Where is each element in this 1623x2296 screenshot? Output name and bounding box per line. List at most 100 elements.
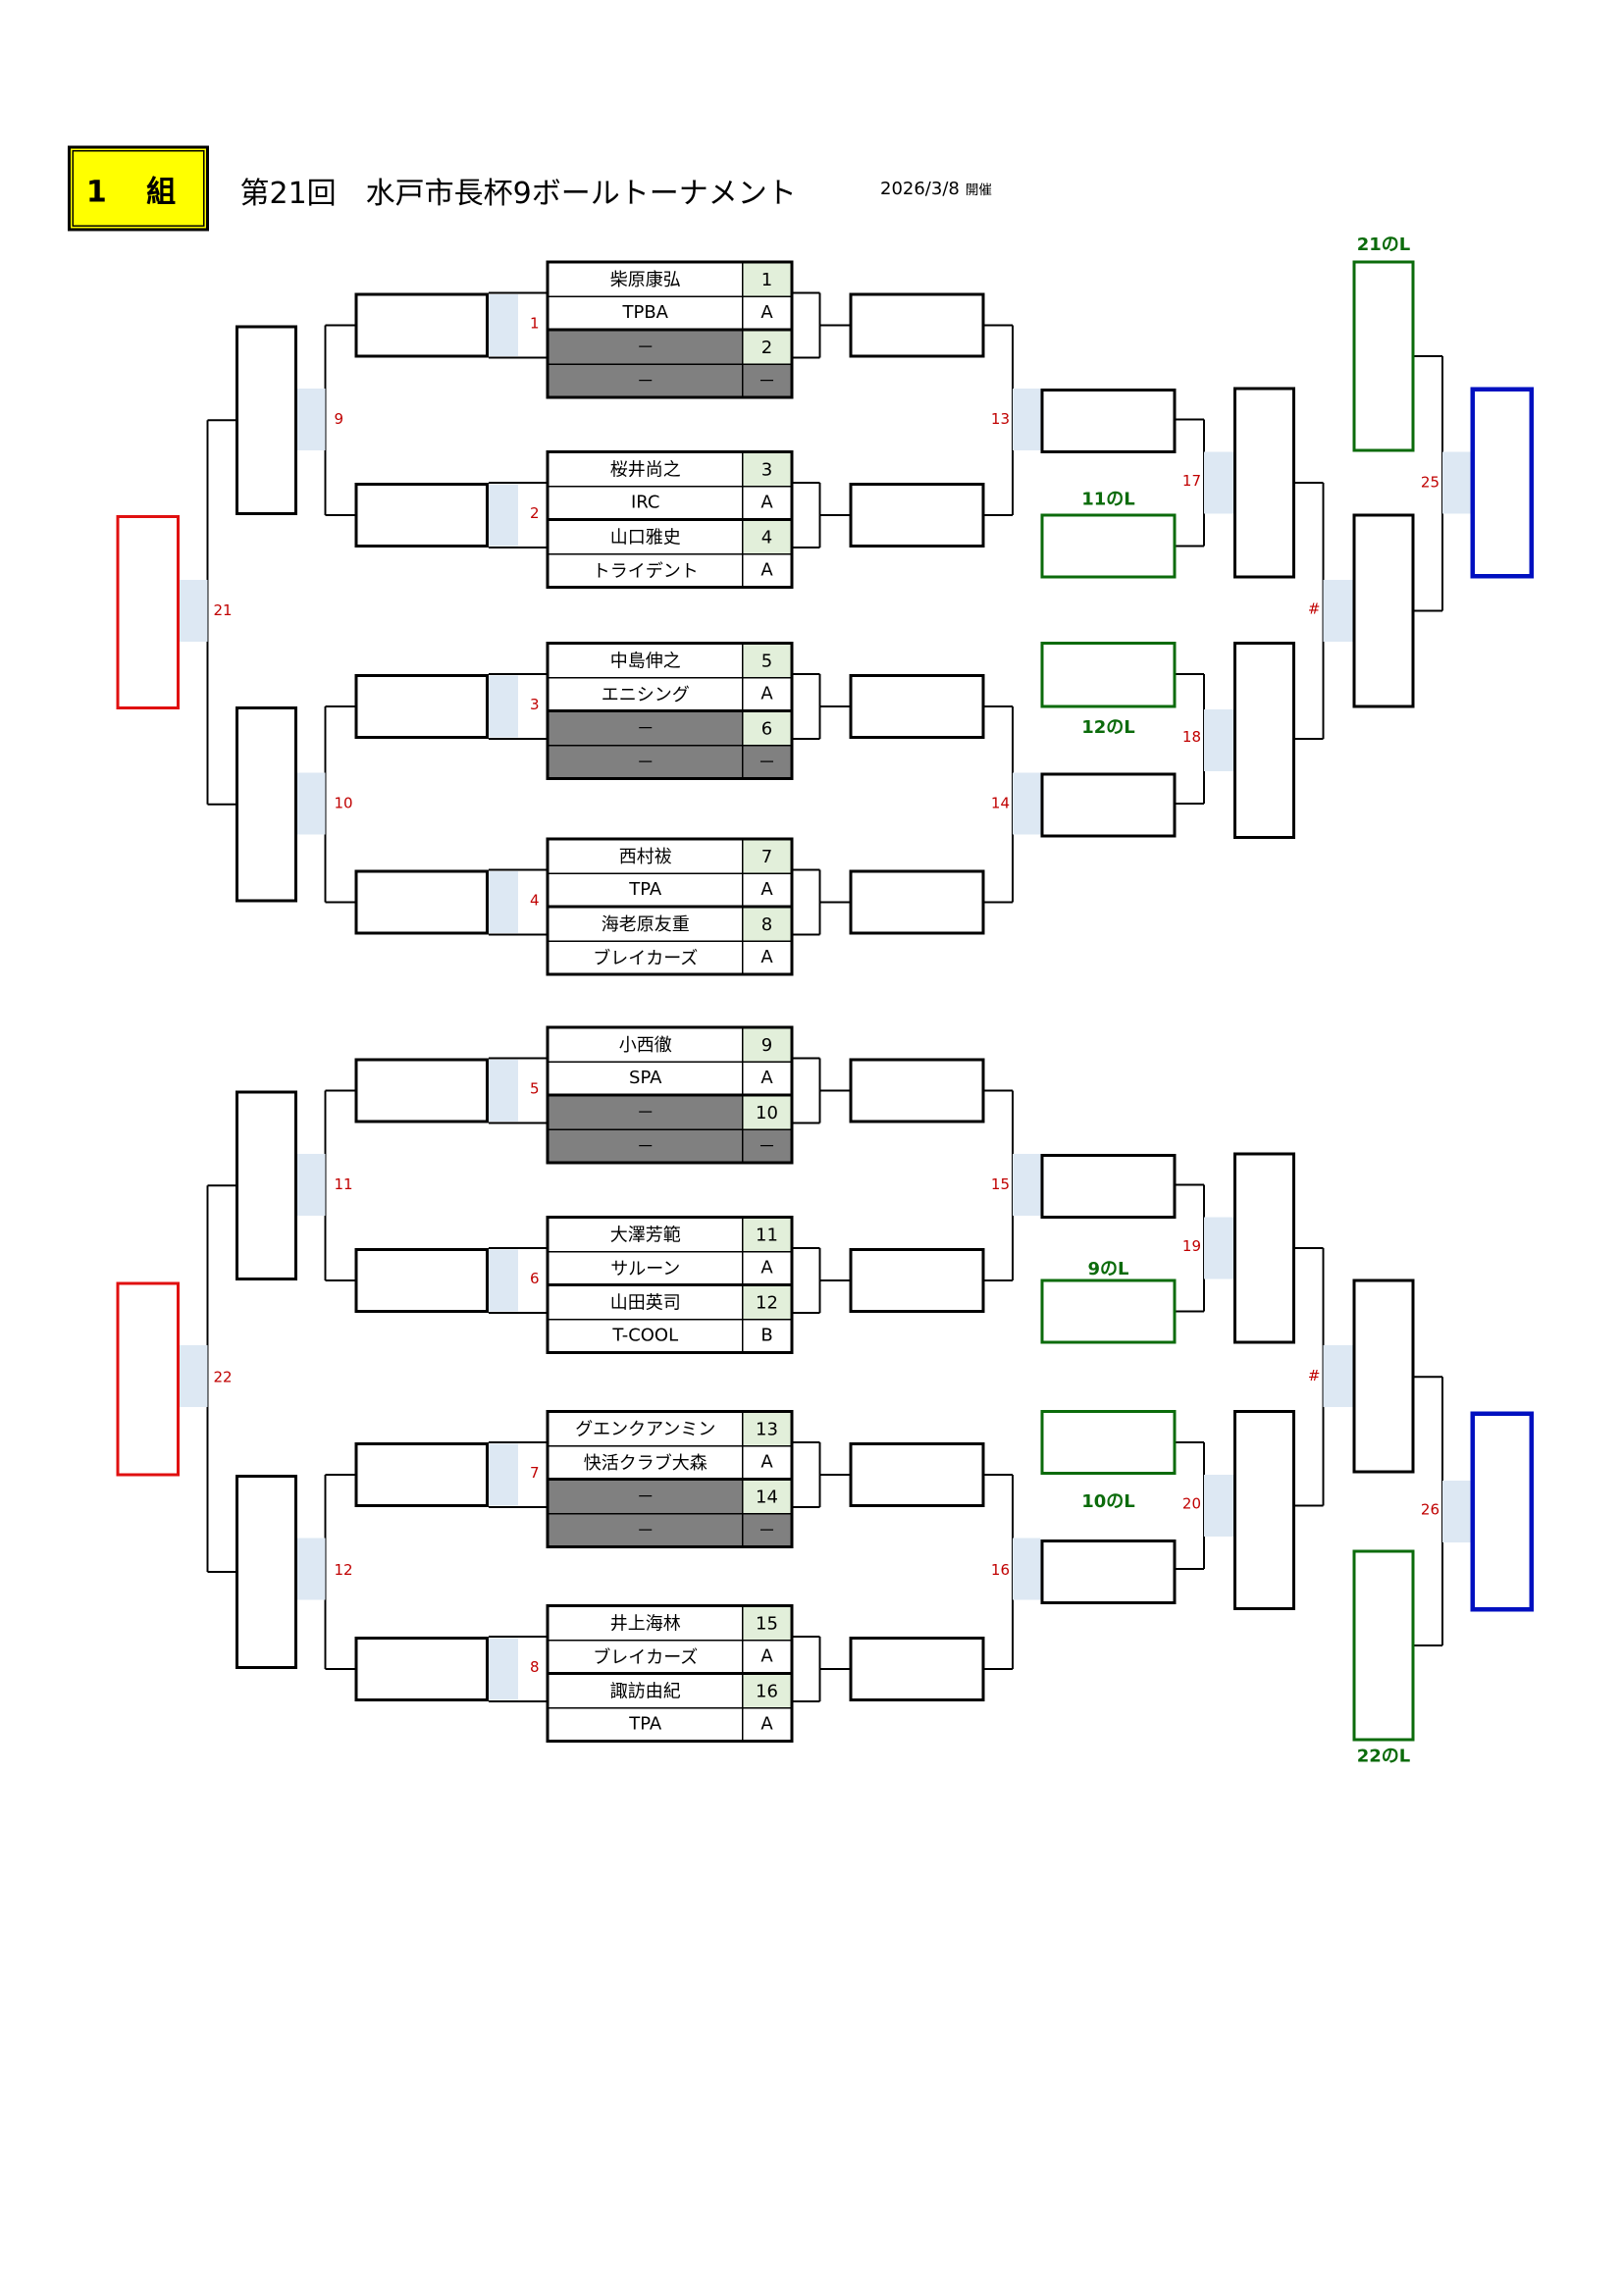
class-rank: A (760, 878, 773, 900)
team-name: エニシング (550, 677, 744, 709)
match-number: 18 (1181, 730, 1201, 747)
match-number: 26 (1420, 1502, 1440, 1519)
match-number: 20 (1181, 1496, 1201, 1514)
seed-number: 12 (743, 1286, 791, 1319)
loser-slot-label: 10のL (1081, 1490, 1135, 1512)
player-name: 海老原友重 (550, 908, 744, 940)
round2-slot[interactable] (236, 325, 297, 515)
bracket-highlight (489, 294, 518, 356)
winner-slot[interactable] (354, 1637, 489, 1701)
class-rank: A (760, 301, 773, 323)
team-name: TPBA (550, 296, 744, 329)
bracket-highlight (297, 389, 326, 450)
round2-slot[interactable] (1040, 1539, 1177, 1604)
winner-slot[interactable] (354, 1058, 489, 1123)
match-number: 22 (213, 1370, 233, 1386)
round3-slot[interactable] (1233, 642, 1295, 839)
team-row: －－ (549, 1129, 791, 1162)
round4-slot[interactable] (1352, 1278, 1415, 1474)
player-name: 山口雅史 (550, 521, 744, 553)
class-rank: － (743, 1129, 791, 1162)
seed-number: 3 (743, 453, 791, 486)
bracket-highlight (180, 580, 208, 642)
winner-slot[interactable] (849, 1637, 985, 1701)
team-name: ブレイカーズ (550, 1640, 744, 1672)
match-number: 19 (1181, 1239, 1201, 1256)
bracket-highlight (489, 1249, 518, 1312)
loser-slot[interactable] (1040, 1410, 1177, 1475)
date-value: 2026/3/8 (880, 178, 960, 199)
winner-slot[interactable] (849, 1058, 985, 1123)
bracket-highlight (1013, 772, 1041, 835)
loser-slot[interactable] (1352, 1549, 1415, 1742)
winner-slot[interactable] (849, 292, 985, 358)
seed-number: 7 (743, 840, 791, 872)
bracket-highlight (489, 1443, 518, 1506)
match-number: 7 (530, 1466, 540, 1483)
winner-slot[interactable] (849, 1248, 985, 1313)
team-row: －－ (549, 1513, 791, 1545)
class-rank: A (760, 492, 773, 513)
team-row: －－ (549, 745, 791, 777)
winner-slot[interactable] (354, 483, 489, 548)
group-label: 1 組 (68, 145, 209, 232)
round4-slot[interactable] (1352, 513, 1415, 708)
winner-slot[interactable] (849, 1442, 985, 1507)
team-name: － (549, 1513, 744, 1545)
seed-number: 8 (743, 908, 791, 940)
winner-slot[interactable] (354, 1248, 489, 1313)
round3-slot[interactable] (1233, 1410, 1295, 1610)
winner-slot[interactable] (354, 1442, 489, 1507)
player-name: 山田英司 (550, 1286, 744, 1319)
round2-slot[interactable] (1040, 771, 1177, 837)
round3-slot[interactable] (1233, 387, 1295, 579)
match-number: 16 (990, 1563, 1010, 1580)
bracket-highlight (1013, 1154, 1041, 1216)
winner-slot[interactable] (849, 674, 985, 739)
seed-number: 13 (743, 1413, 791, 1445)
match-number: 2 (530, 506, 540, 523)
match-number: 21 (213, 603, 233, 620)
bracket-highlight (1204, 1217, 1233, 1279)
winner-slot[interactable] (354, 292, 489, 358)
round2-slot[interactable] (236, 1475, 297, 1669)
seed-number: 4 (743, 521, 791, 553)
loser-slot[interactable] (1040, 513, 1177, 579)
semifinal-slot[interactable] (116, 1281, 180, 1477)
winner-slot[interactable] (354, 869, 489, 935)
round2-slot[interactable] (236, 706, 297, 903)
player-name: 小西徹 (550, 1028, 744, 1061)
loser-slot[interactable] (1040, 1278, 1177, 1344)
bracket-highlight (1013, 1538, 1041, 1600)
loser-slot[interactable] (1352, 260, 1415, 452)
round3-slot[interactable] (1233, 1152, 1295, 1344)
seed-number: 1 (743, 263, 791, 295)
round2-slot[interactable] (236, 1090, 297, 1280)
seed-number: 14 (743, 1481, 791, 1513)
round2-slot[interactable] (1040, 388, 1177, 453)
tournament-title: 第21回 水戸市長杯9ボールトーナメント (239, 175, 797, 211)
winner-slot[interactable] (354, 674, 489, 739)
loser-slot[interactable] (1040, 642, 1177, 708)
final-slot[interactable] (1470, 1411, 1534, 1612)
player-row: －6 (549, 712, 791, 746)
bracket-highlight (1323, 1345, 1353, 1407)
team-name: トライデント (550, 553, 744, 586)
winner-slot[interactable] (849, 869, 985, 935)
final-slot[interactable] (1470, 387, 1534, 579)
winner-slot[interactable] (849, 483, 985, 548)
semifinal-slot[interactable] (116, 515, 180, 709)
round2-slot[interactable] (1040, 1153, 1177, 1219)
seed-number: 2 (743, 331, 791, 363)
